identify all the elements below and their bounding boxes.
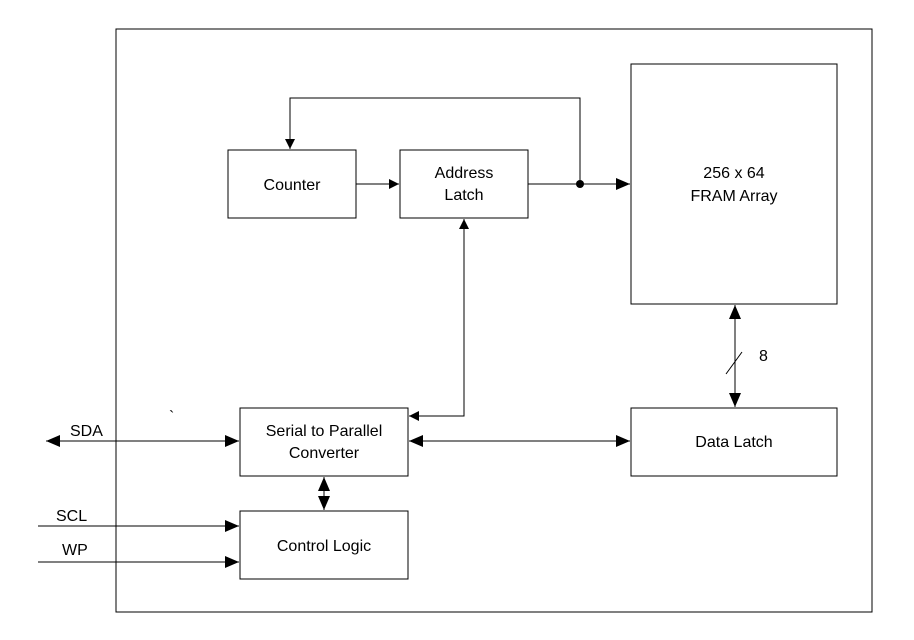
address-feedback-to-counter <box>285 97 581 184</box>
control-logic-label: Control Logic <box>277 538 371 555</box>
stray-mark: ` <box>169 409 174 426</box>
bus-width-label: 8 <box>759 348 768 365</box>
data-latch-label: Data Latch <box>695 434 772 451</box>
bus-width-slash <box>725 351 743 375</box>
address-latch-label-line1: Address <box>435 165 494 182</box>
counter-block <box>227 149 357 219</box>
serial-to-parallel-converter-block <box>239 407 409 477</box>
fram-array-label-line2: FRAM Array <box>690 188 777 205</box>
converter-to-address-latch-bus <box>409 219 469 421</box>
scl-label: SCL <box>56 508 87 525</box>
fram-array-block <box>630 63 838 305</box>
chip-boundary <box>115 28 873 613</box>
control-logic-block <box>239 510 409 580</box>
address-latch-block <box>399 149 529 219</box>
address-latch-label-line2: Latch <box>444 187 483 204</box>
sda-label: SDA <box>70 423 103 440</box>
counter-label: Counter <box>264 177 322 194</box>
data-latch-block <box>630 407 838 477</box>
serial-converter-label-line2: Converter <box>289 445 360 462</box>
fram-array-label-line1: 256 x 64 <box>703 165 764 182</box>
serial-converter-label-line1: Serial to Parallel <box>266 423 383 440</box>
wp-label: WP <box>62 542 88 559</box>
